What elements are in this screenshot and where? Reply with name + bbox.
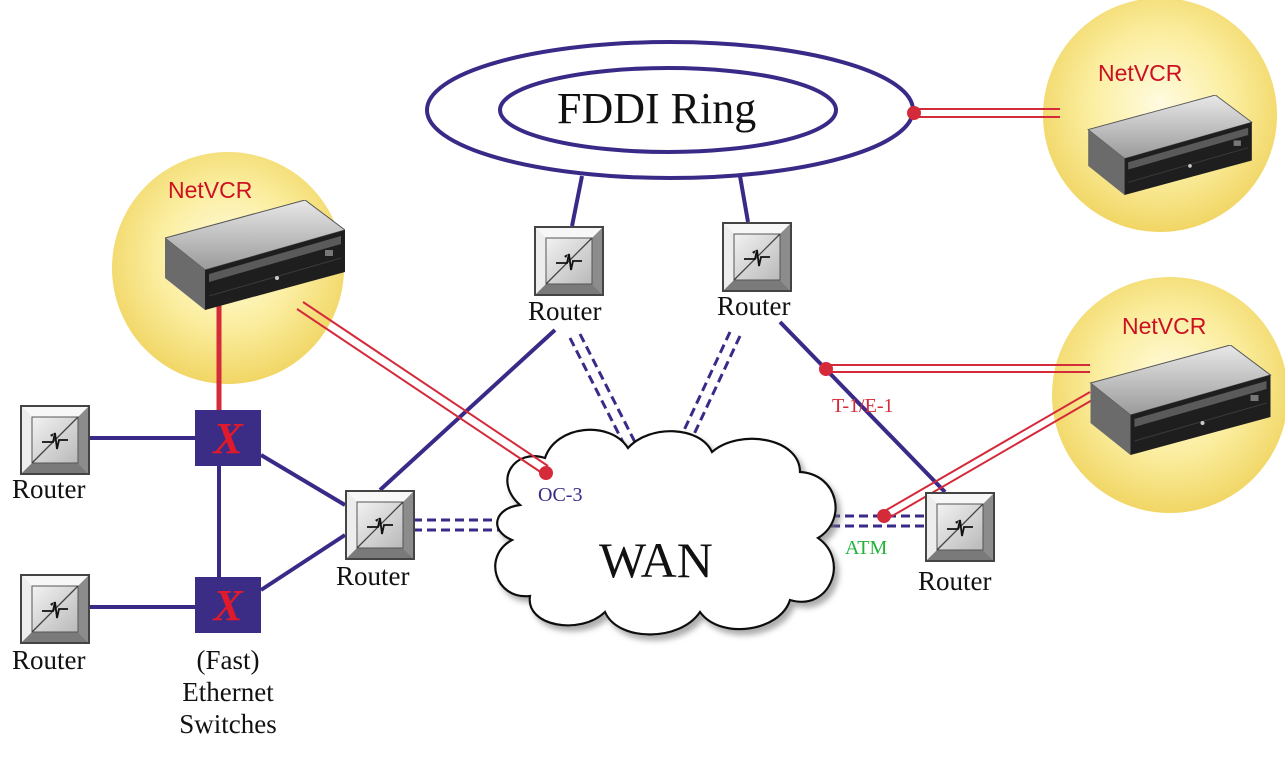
link-fddi-router-top-1 xyxy=(570,175,584,227)
link-switch-2-router-center xyxy=(259,533,347,592)
netvcr-top-right-label: NetVCR xyxy=(1098,60,1183,86)
dot-atm xyxy=(877,509,891,523)
router-top-1-label: Router xyxy=(528,296,602,326)
blue-links xyxy=(88,175,947,609)
link-router-center-router-top-1 xyxy=(378,328,557,492)
dot-t1e1 xyxy=(819,362,833,376)
link-atm-netvcr-right-a xyxy=(882,391,1091,513)
trunk-router-top-1-wan-b xyxy=(578,333,644,457)
router-top-2-label: Router xyxy=(717,291,791,321)
router-center-icon xyxy=(345,490,415,560)
switches-label: (Fast) Ethernet Switches xyxy=(168,645,288,741)
fddi-ring xyxy=(425,40,915,180)
link-netvcr-left-oc3-a xyxy=(302,301,549,467)
link-atm-netvcr-right-b xyxy=(886,398,1095,520)
connection-dots xyxy=(539,106,921,523)
dot-fddi xyxy=(907,106,921,120)
switch-1 xyxy=(195,410,261,466)
fddi-inner-ellipse xyxy=(498,66,838,154)
link-netvcr-left-oc3-b xyxy=(296,308,543,474)
wan-cloud xyxy=(494,428,837,636)
router-left-1-label: Router xyxy=(12,474,86,504)
ethernet-switches: X X xyxy=(195,410,261,633)
router-left-2-icon xyxy=(20,574,90,644)
fddi-ring-label: FDDI Ring xyxy=(557,84,757,133)
switch-2 xyxy=(195,577,261,633)
netvcr-left-label: NetVCR xyxy=(168,177,253,203)
router-left-1-icon xyxy=(20,405,90,475)
switch-1-glyph: X xyxy=(211,414,244,463)
link-switch-1-router-center xyxy=(259,453,347,507)
router-top-2-icon xyxy=(722,222,792,292)
netvcr-right-label: NetVCR xyxy=(1122,313,1207,339)
switches-label-line-2: Ethernet xyxy=(182,676,274,707)
router-center-label: Router xyxy=(336,561,410,591)
dot-oc3 xyxy=(539,466,553,480)
router-right-label: Router xyxy=(918,566,992,596)
router-left-2-label: Router xyxy=(12,645,86,675)
link-fddi-router-top-2 xyxy=(738,175,750,223)
router-right-icon xyxy=(925,492,995,562)
wan-label: WAN xyxy=(599,532,713,588)
red-links xyxy=(296,108,1095,520)
router-top-1-icon xyxy=(534,226,604,296)
switches-label-line-3: Switches xyxy=(179,708,277,739)
link-router-top-2-router-right xyxy=(778,320,947,494)
atm-label: ATM xyxy=(845,537,888,559)
switch-2-glyph: X xyxy=(211,581,244,630)
switches-label-line-1: (Fast) xyxy=(196,645,260,675)
oc3-label: OC-3 xyxy=(538,484,583,506)
t1e1-label: T-1/E-1 xyxy=(832,395,894,417)
